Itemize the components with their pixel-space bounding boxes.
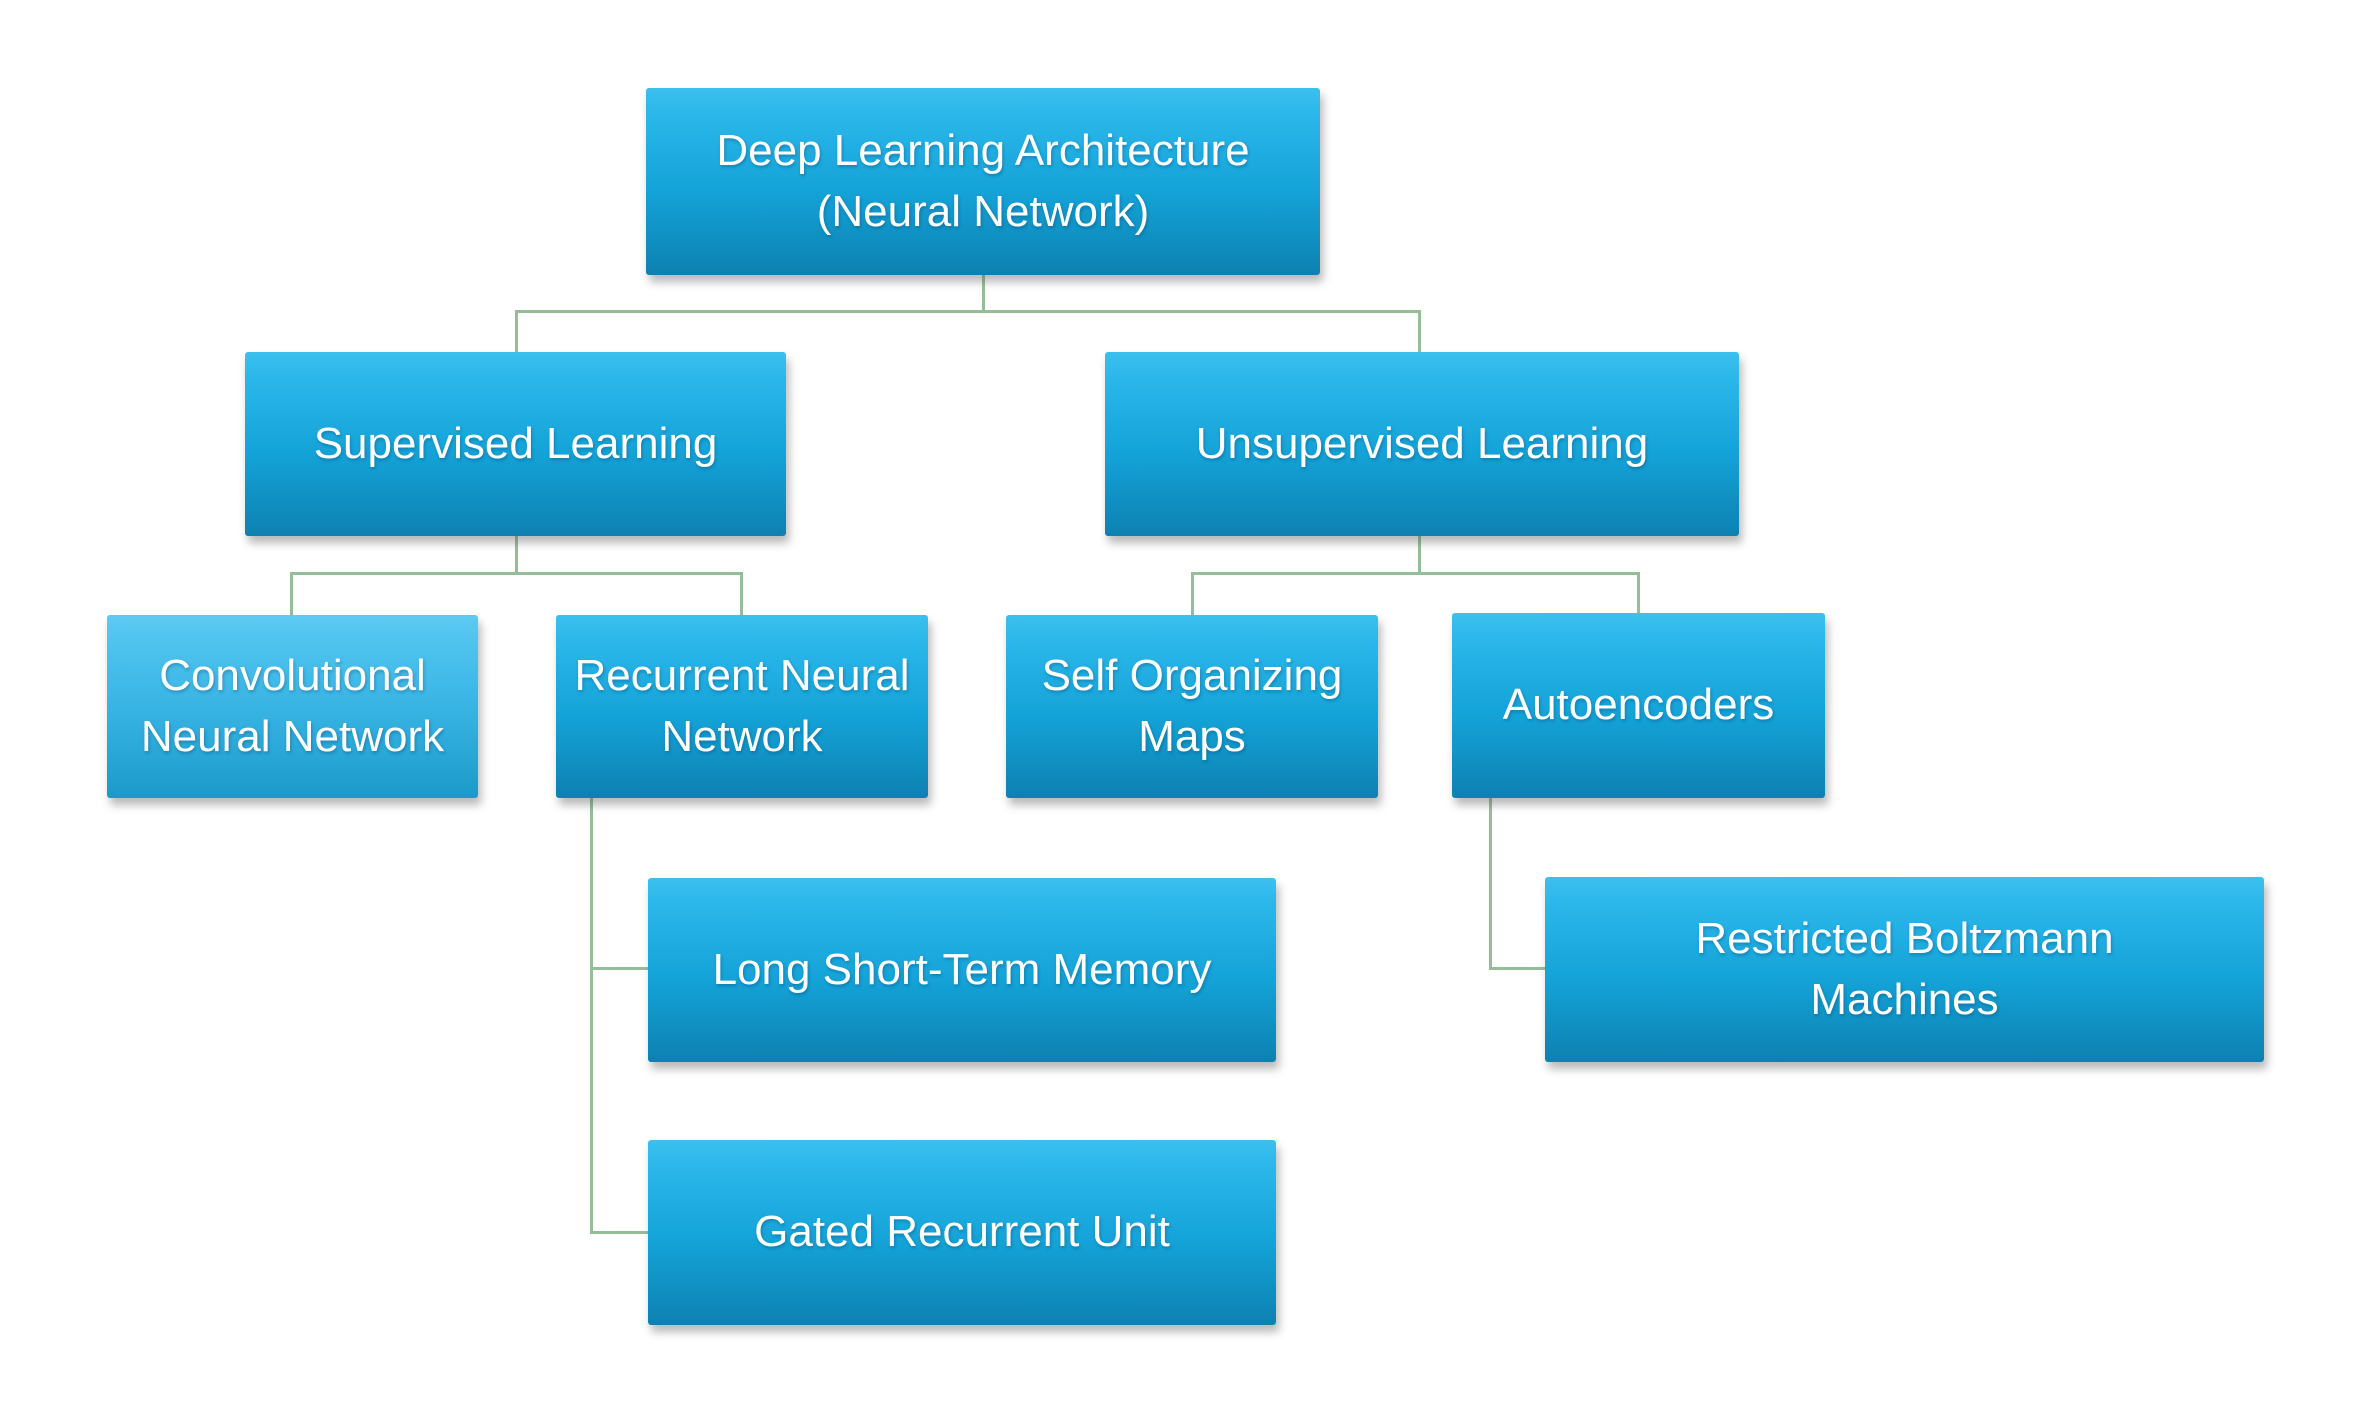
connector-root-trunk	[982, 275, 985, 313]
node-cnn[interactable]: Convolutional Neural Network	[107, 615, 478, 798]
connector-unsupervised-branch	[1191, 572, 1640, 575]
node-unsupervised[interactable]: Unsupervised Learning	[1105, 352, 1739, 536]
connector-rnn-drop	[740, 572, 743, 617]
connector-rnn-hang	[590, 798, 593, 1234]
node-label: Restricted Boltzmann Machines	[1695, 913, 2114, 1024]
connector-lstm-elbow	[590, 967, 648, 970]
node-rnn[interactable]: Recurrent Neural Network	[556, 615, 928, 798]
node-label: Recurrent Neural Network	[574, 650, 910, 761]
node-label: Long Short-Term Memory	[712, 944, 1212, 994]
connector-som-drop	[1191, 572, 1194, 617]
connector-unsupervised-drop	[1418, 310, 1421, 353]
node-root[interactable]: Deep Learning Architecture (Neural Netwo…	[646, 88, 1320, 275]
node-som[interactable]: Self Organizing Maps	[1006, 615, 1378, 798]
node-label: Convolutional Neural Network	[140, 650, 445, 761]
connector-supervised-trunk	[515, 536, 518, 574]
connector-gru-elbow	[590, 1231, 648, 1234]
connector-supervised-drop	[515, 310, 518, 353]
connector-autoencoders-hang	[1489, 798, 1492, 970]
connector-autoencoders-drop	[1637, 572, 1640, 615]
connector-cnn-drop	[290, 572, 293, 617]
node-label: Deep Learning Architecture (Neural Netwo…	[716, 125, 1250, 236]
node-autoencoders[interactable]: Autoencoders	[1452, 613, 1825, 798]
connector-supervised-branch	[290, 572, 743, 575]
node-lstm[interactable]: Long Short-Term Memory	[648, 878, 1276, 1062]
node-label: Supervised Learning	[313, 418, 718, 468]
node-label: Gated Recurrent Unit	[754, 1207, 1170, 1257]
connector-rbm-elbow	[1489, 967, 1545, 970]
node-label: Self Organizing Maps	[1041, 650, 1343, 761]
node-gru[interactable]: Gated Recurrent Unit	[648, 1140, 1276, 1325]
node-label: Autoencoders	[1502, 680, 1775, 730]
connector-unsupervised-trunk	[1418, 536, 1421, 574]
node-label: Unsupervised Learning	[1195, 418, 1649, 468]
node-supervised[interactable]: Supervised Learning	[245, 352, 786, 536]
connector-level1-horizontal	[515, 310, 1421, 313]
node-rbm[interactable]: Restricted Boltzmann Machines	[1545, 877, 2264, 1062]
